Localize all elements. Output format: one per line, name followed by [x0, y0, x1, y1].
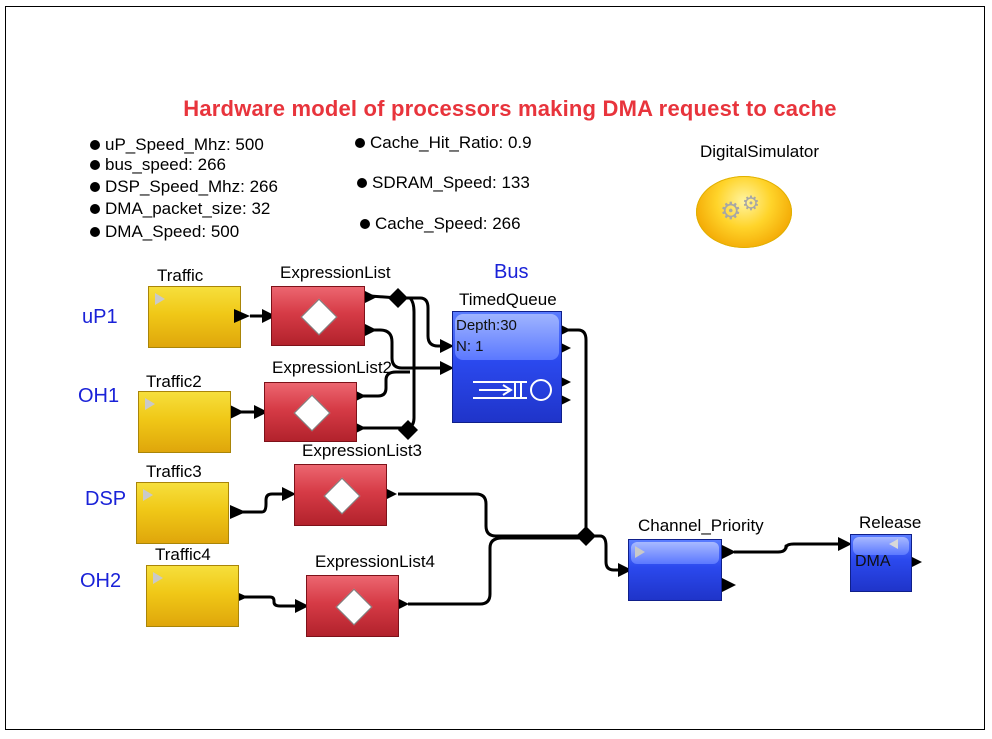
block-label: Traffic3 [146, 462, 202, 481]
decision-diamond [335, 588, 373, 626]
side-label: DSP [85, 488, 127, 510]
decision-diamond [293, 394, 331, 432]
param-item: uP_Speed_Mhz: 500 [90, 135, 264, 155]
play-icon [153, 572, 163, 584]
wire-exp4-merge [408, 536, 584, 606]
gear-icon: ⚙ [742, 193, 760, 215]
play-icon [155, 293, 165, 305]
simulator-label: DigitalSimulator [700, 142, 820, 161]
side-label: OH2 [80, 570, 122, 592]
channel-priority-block[interactable] [628, 539, 722, 601]
wire-junction-queue1 [398, 296, 444, 348]
block-label: Channel_Priority [638, 516, 764, 535]
block-label: ExpressionList2 [272, 358, 393, 377]
play-icon [145, 398, 155, 410]
param-item: DMA_packet_size: 32 [90, 199, 270, 219]
traffic-block[interactable] [136, 482, 229, 544]
wire-merge-channel [586, 534, 620, 572]
block-label: ExpressionList [280, 263, 391, 282]
traffic-block[interactable] [138, 391, 231, 453]
timed-queue-block[interactable]: Depth:30 N: 1 [452, 311, 562, 423]
decision-diamond [323, 477, 361, 515]
param-item: Cache_Speed: 266 [360, 214, 521, 234]
release-block[interactable]: DMA [850, 534, 912, 592]
side-label: uP1 [82, 306, 118, 328]
block-label: ExpressionList3 [302, 441, 423, 460]
queue-header [455, 314, 559, 360]
expression-block[interactable] [306, 575, 399, 637]
queue-icon [473, 379, 552, 401]
expression-block[interactable] [271, 286, 365, 346]
block-label: Traffic [157, 266, 204, 285]
block-label: TimedQueue [459, 290, 557, 309]
gear-icon: ⚙ [720, 198, 742, 225]
junction-merge [576, 526, 596, 546]
play-icon [635, 546, 645, 558]
param-item: SDRAM_Speed: 133 [357, 173, 530, 193]
block-label: Traffic4 [155, 545, 211, 564]
bus-label: Bus [494, 261, 529, 283]
block-label: Release [859, 513, 922, 532]
block-label: Traffic2 [146, 372, 202, 391]
expression-block[interactable] [294, 464, 387, 526]
release-icon [889, 539, 898, 549]
digital-simulator-button[interactable]: ⚙ ⚙ [696, 176, 792, 248]
wire-traffic3-exp3 [242, 492, 285, 514]
wire-exp3-merge [398, 492, 584, 538]
param-item: Cache_Hit_Ratio: 0.9 [355, 133, 532, 153]
play-icon [143, 489, 153, 501]
diagram-title: Hardware model of processors making DMA … [183, 96, 837, 121]
param-item: bus_speed: 266 [90, 155, 226, 175]
canvas-frame [5, 6, 985, 730]
junction-top [388, 288, 408, 308]
release-text: DMA [855, 553, 891, 570]
expression-block[interactable] [264, 382, 357, 442]
queue-count: N: 1 [456, 338, 484, 355]
traffic-block[interactable] [148, 286, 241, 348]
traffic-block[interactable] [146, 565, 239, 627]
wire-junction-down [398, 296, 416, 430]
wire-exp1b-queue [370, 328, 444, 370]
wire-queue-merge [568, 328, 588, 536]
wire-traffic4-exp4 [242, 595, 298, 608]
junction-mid [398, 420, 418, 440]
wire-channel-release [734, 542, 840, 554]
wire-exp2a [360, 370, 410, 398]
param-item: DSP_Speed_Mhz: 266 [90, 177, 278, 197]
side-label: OH1 [78, 385, 120, 407]
block-label: ExpressionList4 [315, 552, 436, 571]
decision-diamond [300, 298, 338, 336]
param-item: DMA_Speed: 500 [90, 222, 239, 242]
queue-depth: Depth:30 [456, 317, 517, 334]
